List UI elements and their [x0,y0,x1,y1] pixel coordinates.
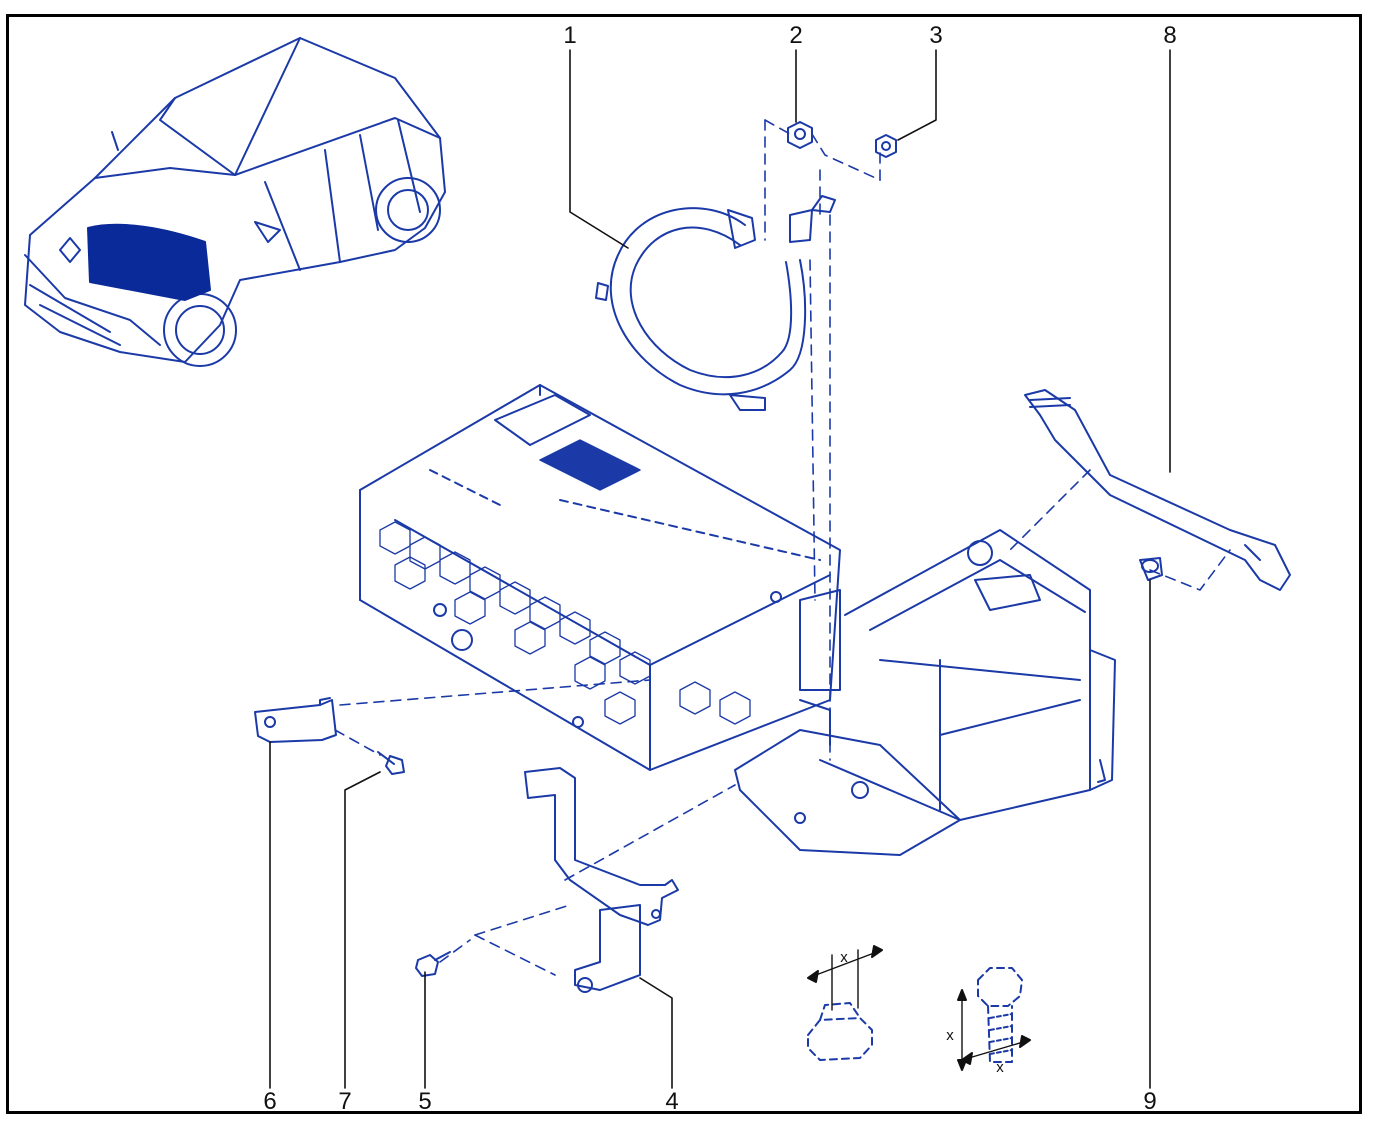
diagram-frame [6,14,1362,1114]
part-8-strap [1024,389,1291,591]
part-1-cable [595,195,836,411]
nut-dimension-label: x [840,949,848,966]
callout-7: 7 [338,1088,352,1115]
part-2-nut [787,121,813,149]
callout-4: 4 [665,1088,679,1115]
callout-9: 9 [1143,1088,1157,1115]
bolt-length-label: x [946,1027,954,1044]
part-4-bracket [524,767,679,993]
power-electronics-unit [359,384,841,771]
callout-6: 6 [263,1088,277,1115]
part-5-bolt [415,951,451,977]
assembly-guide-lines [334,119,1231,976]
part-9-grommet [1139,557,1163,581]
part-7-bolt [377,751,405,775]
callout-5: 5 [418,1088,432,1115]
callout-leaders [269,49,1171,1089]
battery-unit [734,529,1116,856]
callout-1: 1 [563,22,577,49]
part-6-bracket [254,697,337,743]
front-motor-highlight [87,223,211,301]
vehicle-illustration [24,37,446,367]
callout-2: 2 [789,22,803,49]
callout-3: 3 [929,22,943,49]
nut-dimension-detail [807,945,883,1061]
bolt-diameter-label: x [996,1059,1004,1076]
bolt-dimension-detail [957,967,1031,1071]
part-3-nut [875,134,897,158]
callout-8: 8 [1163,22,1177,49]
